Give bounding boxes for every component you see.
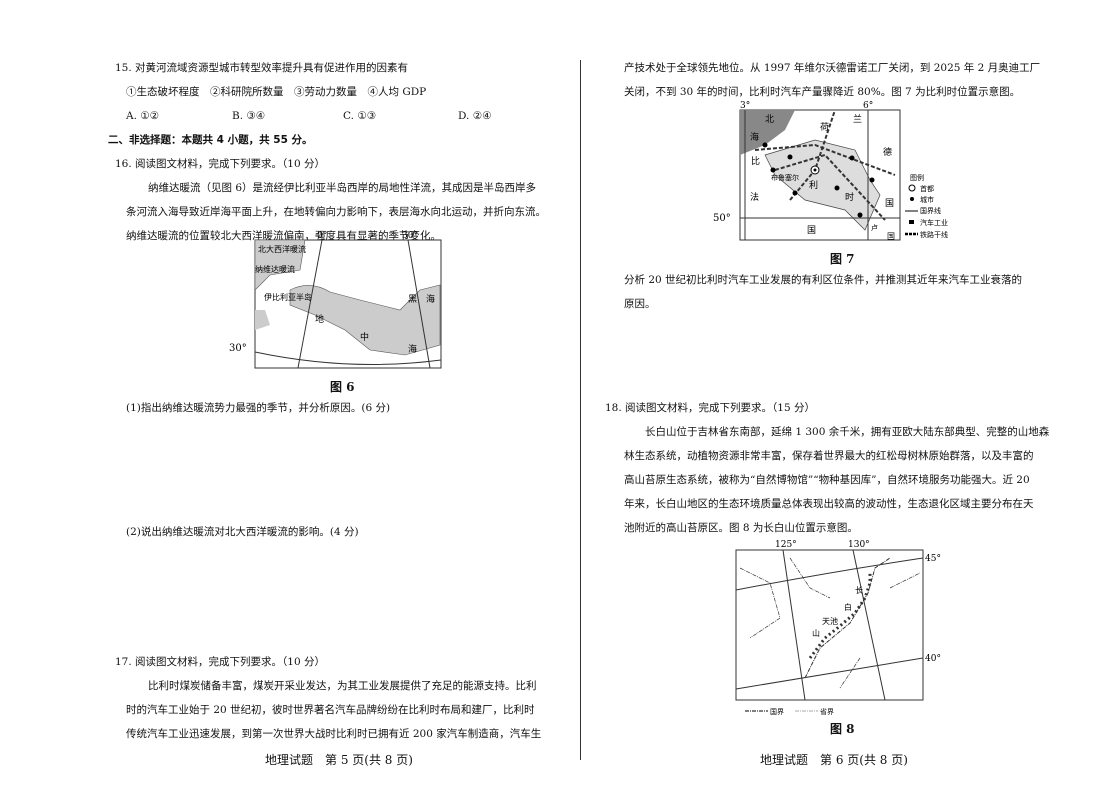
figure-8-caption: 图 8 xyxy=(830,722,855,736)
page-footer-left: 地理试题 第 5 页(共 8 页) xyxy=(265,753,413,767)
map-label: 长 xyxy=(855,585,863,595)
legend-capital: 首都 xyxy=(920,184,934,193)
map-label: 北大西洋暖流 xyxy=(258,244,306,254)
q17-para-line: 传统汽车工业迅速发展，到第一次世界大战时比利时已拥有近 200 家汽车制造商，汽… xyxy=(126,728,542,740)
map-label: 卢 xyxy=(871,223,878,232)
map-label: 北 xyxy=(765,114,774,125)
map-label: 国 xyxy=(887,232,895,241)
q17-para-cont: 关闭，不到 30 年的时间，比利时汽车产量骤降近 80%。图 7 为比利时位置示… xyxy=(624,86,1021,98)
q16-para-line: 纳维达暖流（见图 6）是流经伊比利亚半岛西岸的局地性洋流，其成因是半岛西岸多 xyxy=(148,182,537,194)
q17-para-cont: 产技术处于全球领先地位。从 1997 年维尔沃德雷诺工厂关闭，到 2025 年 … xyxy=(624,62,1041,74)
legend-railway: 铁路干线 xyxy=(920,230,948,239)
q18-para-line: 高山苔原生态系统，被称为“自然博物馆”“物种基因库”，自然环境服务功能强大。近 … xyxy=(624,474,1030,486)
q16-sub2: (2)说出纳维达暖流对北大西洋暖流的影响。(4 分) xyxy=(126,526,359,538)
q18-para-line: 池附近的高山苔原区。图 8 为长白山位置示意图。 xyxy=(624,522,858,534)
q15-option-c: C. ①③ xyxy=(343,110,377,122)
q17-question: 分析 20 世纪初比利时汽车工业发展的有利区位条件，并推测其近年来汽车工业衰落的 xyxy=(624,274,1023,286)
figure-6-caption: 图 6 xyxy=(330,380,355,394)
q15-stem: 15. 对黄河流域资源型城市转型效率提升具有促进作用的因素有 xyxy=(115,62,409,74)
lat-label: 30° xyxy=(229,343,247,354)
figure-6-map: 0° 30° 30° 北大西洋暖流 纳维达暖流 伊比利亚半岛 地 中 海 黑 海 xyxy=(229,231,442,369)
map-label: 伊比利亚半岛 xyxy=(264,292,312,302)
legend-city: 城市 xyxy=(920,195,934,204)
map-label: 布鲁塞尔 xyxy=(771,173,799,182)
legend-provincial-border: 省界 xyxy=(820,707,834,716)
map-label: 纳维达暖流 xyxy=(255,264,295,274)
q15-option-a: A. ①② xyxy=(126,110,160,122)
map-label: 法 xyxy=(750,191,759,203)
q17-para-line: 时的汽车工业始于 20 世纪初，彼时世界著名汽车品牌纷纷在比利时布局和建厂，比利… xyxy=(126,704,535,716)
legend-title: 图例 xyxy=(910,173,924,182)
legend-border: 国界线 xyxy=(920,206,941,215)
q18-para-line: 长白山位于吉林省东南部，延绵 1 300 余千米，拥有亚欧大陆东部典型、完整的山… xyxy=(645,426,1050,438)
figure-7-map: 3° 6° 北 海 荷 兰 德 比 布鲁塞尔 利 时 法 国 国 卢 国 50°… xyxy=(713,101,948,241)
map-label: 海 xyxy=(426,293,435,305)
map-label: 地 xyxy=(315,313,324,325)
map-label: 海 xyxy=(750,131,759,143)
q18-para-line: 林生态系统，动植物资源非常丰富，保存着世界最大的红松母树林原始群落，以及丰富的 xyxy=(624,450,1034,462)
lon-label: 0° xyxy=(317,231,327,241)
lat-label: 50° xyxy=(713,213,731,224)
q15-option-d: D. ②④ xyxy=(458,110,492,122)
legend-national-border: 国界 xyxy=(770,708,784,716)
lon-label: 30° xyxy=(402,231,418,241)
legend-auto-industry: 汽车工业 xyxy=(920,218,948,227)
lat-label: 45° xyxy=(925,554,941,564)
lon-label: 3° xyxy=(740,101,750,111)
map-label: 德 xyxy=(883,146,892,158)
map-label: 荷 xyxy=(820,122,829,133)
q17-title: 17. 阅读图文材料，完成下列要求。（10 分） xyxy=(115,656,325,668)
map-label: 国 xyxy=(885,198,894,209)
q16-sub1: (1)指出纳维达暖流势力最强的季节，并分析原因。(6 分) xyxy=(126,402,391,414)
q16-title: 16. 阅读图文材料，完成下列要求。（10 分） xyxy=(115,158,325,170)
q17-para-line: 比利时煤炭储备丰富，煤炭开采业发达，为其工业发展提供了充足的能源支持。比利 xyxy=(148,680,537,692)
lon-label: 6° xyxy=(863,101,873,111)
q16-para-line: 条河流入海导致近岸海平面上升，在地转偏向力影响下，表层海水向北运动，并折向东流。 xyxy=(126,206,546,218)
column-divider xyxy=(580,60,581,760)
q17-question: 原因。 xyxy=(624,298,656,310)
lat-label: 40° xyxy=(925,654,941,664)
q16-para-line: 纳维达暖流的位置较北大西洋暖流偏南，强度具有显著的季节变化。 xyxy=(126,230,441,242)
map-label: 山 xyxy=(812,628,820,638)
q18-title: 18. 阅读图文材料，完成下列要求。（15 分） xyxy=(605,402,815,414)
page-footer-right: 地理试题 第 6 页(共 8 页) xyxy=(760,753,908,767)
lon-label: 125° xyxy=(775,540,797,550)
q15-option-b: B. ③④ xyxy=(232,110,266,122)
map-label: 海 xyxy=(408,343,417,355)
map-label: 兰 xyxy=(853,113,862,125)
q18-para-line: 年来，长白山地区的生态环境质量总体表现出较高的波动性，生态退化区域主要分布在天 xyxy=(624,498,1034,510)
map-label: 中 xyxy=(360,331,369,343)
figure-7-caption: 图 7 xyxy=(830,252,855,266)
map-label: 利 xyxy=(809,179,818,191)
section-heading: 二、非选择题：本题共 4 小题，共 55 分。 xyxy=(108,134,313,146)
map-label: 天池 xyxy=(822,616,838,626)
map-label: 黑 xyxy=(408,294,417,305)
map-label: 白 xyxy=(844,602,852,612)
lon-label: 130° xyxy=(848,540,870,550)
map-label: 国 xyxy=(807,225,816,236)
map-label: 时 xyxy=(845,191,854,203)
q15-items: ①生态破坏程度 ②科研院所数量 ③劳动力数量 ④人均 GDP xyxy=(126,86,427,98)
figure-8-map: 125° 130° 45° 40° 长 白 山 天池 国界 省界 xyxy=(735,540,941,716)
map-label: 比 xyxy=(751,155,760,167)
